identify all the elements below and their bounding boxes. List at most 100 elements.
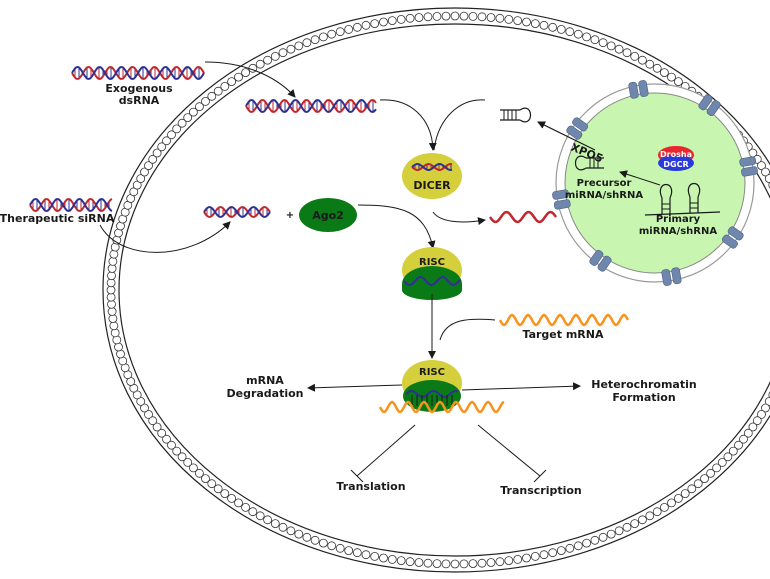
membrane-bead bbox=[556, 546, 566, 555]
membrane-bead bbox=[144, 409, 153, 419]
membrane-bead bbox=[148, 416, 158, 426]
membrane-bead bbox=[645, 59, 655, 69]
primary-label-2: miRNA/shRNA bbox=[639, 226, 717, 237]
membrane-bead bbox=[352, 548, 362, 558]
membrane-bead bbox=[752, 416, 762, 426]
membrane-bead bbox=[107, 271, 116, 281]
membrane-bead bbox=[302, 532, 312, 542]
membrane-bead bbox=[188, 463, 198, 473]
membrane-bead bbox=[327, 541, 337, 551]
membrane-bead bbox=[582, 32, 591, 42]
membrane-bead bbox=[432, 559, 442, 568]
membrane-bead bbox=[220, 489, 230, 499]
membrane-bead bbox=[652, 63, 662, 73]
membrane-bead bbox=[423, 12, 433, 22]
membrane-bead bbox=[183, 113, 193, 122]
membrane-bead bbox=[674, 493, 683, 503]
membrane-bead bbox=[530, 552, 540, 561]
membrane-bead bbox=[548, 22, 558, 32]
membrane-bead bbox=[700, 474, 709, 484]
risc-bottom-label: RISC bbox=[419, 367, 445, 378]
xpo5-export-arrow bbox=[537, 121, 596, 151]
membrane-bead bbox=[739, 434, 748, 444]
exogenous-label-1: Exogenous bbox=[105, 82, 173, 95]
nuclear-pore bbox=[566, 117, 589, 140]
membrane-bead bbox=[530, 19, 540, 29]
membrane-bead bbox=[477, 12, 487, 22]
exogenous-entry-arrow bbox=[204, 61, 296, 98]
risc-complex-loaded: RISC bbox=[402, 247, 462, 300]
membrane-bead bbox=[140, 403, 149, 413]
membrane-bead bbox=[565, 27, 575, 37]
membrane-bead bbox=[504, 556, 514, 565]
membrane-bead bbox=[213, 86, 223, 96]
membrane-bead bbox=[379, 17, 388, 27]
membrane-bead bbox=[370, 552, 380, 561]
transcription-inhibition bbox=[477, 424, 547, 483]
membrane-bead bbox=[227, 493, 237, 503]
membrane-bead bbox=[459, 559, 469, 569]
membrane-bead bbox=[764, 174, 770, 183]
membrane-bead bbox=[207, 91, 217, 101]
nuclear-pore bbox=[739, 156, 758, 177]
membrane-bead bbox=[734, 440, 743, 450]
translation-inhibition bbox=[350, 424, 416, 483]
membrane-bead bbox=[136, 174, 146, 184]
membrane-bead bbox=[414, 13, 424, 22]
membrane-bead bbox=[396, 556, 406, 565]
membrane-bead bbox=[201, 474, 210, 484]
membrane-bead bbox=[614, 526, 624, 536]
membrane-bead bbox=[286, 44, 296, 54]
membrane-bead bbox=[598, 532, 608, 542]
membrane-bead bbox=[539, 550, 549, 560]
target-mrna-icon bbox=[498, 313, 630, 327]
membrane-bead bbox=[248, 507, 258, 517]
mrna-degradation-label-1: mRNA bbox=[246, 374, 284, 387]
membrane-bead bbox=[638, 55, 647, 65]
membrane-bead bbox=[638, 515, 647, 525]
primary-transcript-icon bbox=[644, 182, 721, 216]
membrane-bead bbox=[278, 522, 288, 532]
mrna-degradation-label-2: Degradation bbox=[226, 387, 303, 400]
membrane-bead bbox=[183, 457, 193, 467]
dicer-dsrna-icon bbox=[411, 163, 453, 171]
nuclear-pore bbox=[661, 267, 682, 286]
membrane-bead bbox=[495, 13, 505, 23]
membrane-bead bbox=[706, 468, 715, 478]
membrane-bead bbox=[757, 161, 766, 171]
membrane-bead bbox=[565, 543, 575, 553]
membrane-bead bbox=[556, 24, 566, 34]
membrane-bead bbox=[680, 489, 690, 499]
membrane-bead bbox=[743, 428, 753, 438]
membrane-bead bbox=[162, 434, 171, 444]
membrane-bead bbox=[590, 35, 600, 45]
membrane-bead bbox=[241, 502, 251, 512]
membrane-bead bbox=[660, 502, 669, 512]
nuclear-pore bbox=[552, 189, 571, 210]
membrane-bead bbox=[513, 555, 523, 564]
membrane-bead bbox=[177, 118, 187, 128]
nuclear-pore bbox=[698, 94, 721, 117]
exogenous-label-2: dsRNA bbox=[119, 94, 160, 107]
membrane-bead bbox=[114, 342, 123, 352]
membrane-bead bbox=[109, 321, 119, 331]
membrane-bead bbox=[108, 256, 118, 266]
membrane-bead bbox=[167, 130, 176, 140]
membrane-bead bbox=[270, 519, 280, 528]
membrane-bead bbox=[432, 11, 442, 21]
membrane-bead bbox=[106, 292, 116, 302]
membrane-bead bbox=[148, 154, 158, 164]
membrane-bead bbox=[106, 285, 116, 295]
passenger-release-arrow bbox=[432, 211, 486, 226]
transcription-label: Transcription bbox=[500, 484, 582, 497]
shrna-hairpin-icon bbox=[500, 107, 532, 123]
membrane-bead bbox=[241, 68, 251, 77]
membrane-bead bbox=[405, 557, 415, 567]
membrane-bead bbox=[172, 446, 182, 456]
membrane-bead bbox=[294, 529, 304, 539]
membrane-bead bbox=[723, 452, 733, 462]
membrane-bead bbox=[441, 11, 451, 21]
membrane-bead bbox=[405, 13, 415, 23]
membrane-bead bbox=[370, 19, 380, 29]
